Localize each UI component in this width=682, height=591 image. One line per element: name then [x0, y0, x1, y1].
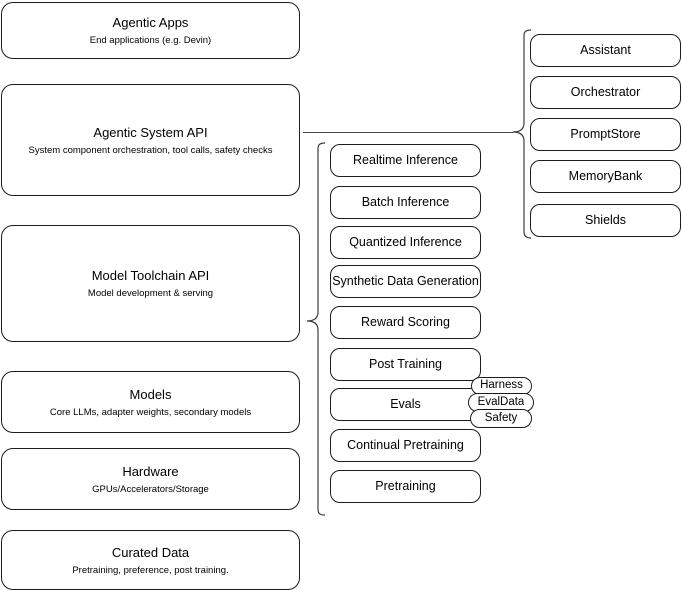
connector-agentic-system-line	[303, 132, 513, 133]
eval-tag-label: Safety	[484, 411, 518, 424]
layer-model-toolchain-api[interactable]: Model Toolchain API Model development & …	[1, 225, 300, 342]
capability-quantized-inference[interactable]: Quantized Inference	[330, 226, 481, 259]
capability-label: Continual Pretraining	[347, 438, 464, 452]
component-shields[interactable]: Shields	[530, 204, 681, 237]
component-label: Shields	[585, 213, 626, 227]
capability-pretraining[interactable]: Pretraining	[330, 470, 481, 503]
layer-agentic-apps[interactable]: Agentic Apps End applications (e.g. Devi…	[1, 2, 300, 59]
layer-title: Model Toolchain API	[91, 268, 210, 283]
eval-tag-safety[interactable]: Safety	[470, 409, 532, 428]
layer-title: Agentic Apps	[112, 15, 189, 30]
layer-subtitle: Pretraining, preference, post training.	[72, 564, 229, 576]
capability-batch-inference[interactable]: Batch Inference	[330, 186, 481, 219]
layer-hardware[interactable]: Hardware GPUs/Accelerators/Storage	[1, 448, 300, 510]
capability-label: Quantized Inference	[349, 235, 462, 249]
component-label: PromptStore	[570, 127, 641, 141]
capability-realtime-inference[interactable]: Realtime Inference	[330, 144, 481, 177]
layer-title: Hardware	[122, 463, 179, 479]
brace-toolchain-capabilities	[303, 140, 327, 518]
component-label: MemoryBank	[568, 169, 643, 183]
capability-label: Post Training	[369, 357, 442, 371]
capability-post-training[interactable]: Post Training	[330, 348, 481, 381]
component-label: Orchestrator	[570, 85, 641, 99]
capability-evals[interactable]: Evals	[330, 388, 481, 421]
component-label: Assistant	[580, 43, 631, 57]
capability-label: Evals	[390, 397, 421, 411]
capability-synthetic-data-generation[interactable]: Synthetic Data Generation	[330, 265, 481, 298]
capability-continual-pretraining[interactable]: Continual Pretraining	[330, 429, 481, 462]
layer-subtitle: System component orchestration, tool cal…	[28, 144, 273, 156]
capability-label: Synthetic Data Generation	[332, 274, 479, 288]
layer-subtitle: End applications (e.g. Devin)	[89, 35, 212, 46]
component-assistant[interactable]: Assistant	[530, 34, 681, 67]
capability-reward-scoring[interactable]: Reward Scoring	[330, 306, 481, 339]
capability-label: Realtime Inference	[353, 153, 458, 167]
layer-title: Agentic System API	[93, 124, 208, 140]
layer-subtitle: Core LLMs, adapter weights, secondary mo…	[49, 406, 252, 418]
eval-tag-label: EvalData	[477, 395, 525, 408]
layer-curated-data[interactable]: Curated Data Pretraining, preference, po…	[1, 530, 300, 590]
component-orchestrator[interactable]: Orchestrator	[530, 76, 681, 109]
layer-title: Curated Data	[111, 544, 190, 560]
layer-subtitle: GPUs/Accelerators/Storage	[92, 483, 209, 495]
capability-label: Pretraining	[375, 479, 436, 493]
layer-title: Models	[129, 386, 172, 402]
component-memorybank[interactable]: MemoryBank	[530, 160, 681, 193]
eval-tag-label: Harness	[480, 379, 523, 392]
component-promptstore[interactable]: PromptStore	[530, 118, 681, 151]
layer-subtitle: Model development & serving	[87, 288, 214, 299]
capability-label: Batch Inference	[361, 195, 450, 209]
layer-models[interactable]: Models Core LLMs, adapter weights, secon…	[1, 371, 300, 433]
layer-agentic-system-api[interactable]: Agentic System API System component orch…	[1, 84, 300, 196]
capability-label: Reward Scoring	[361, 315, 450, 329]
